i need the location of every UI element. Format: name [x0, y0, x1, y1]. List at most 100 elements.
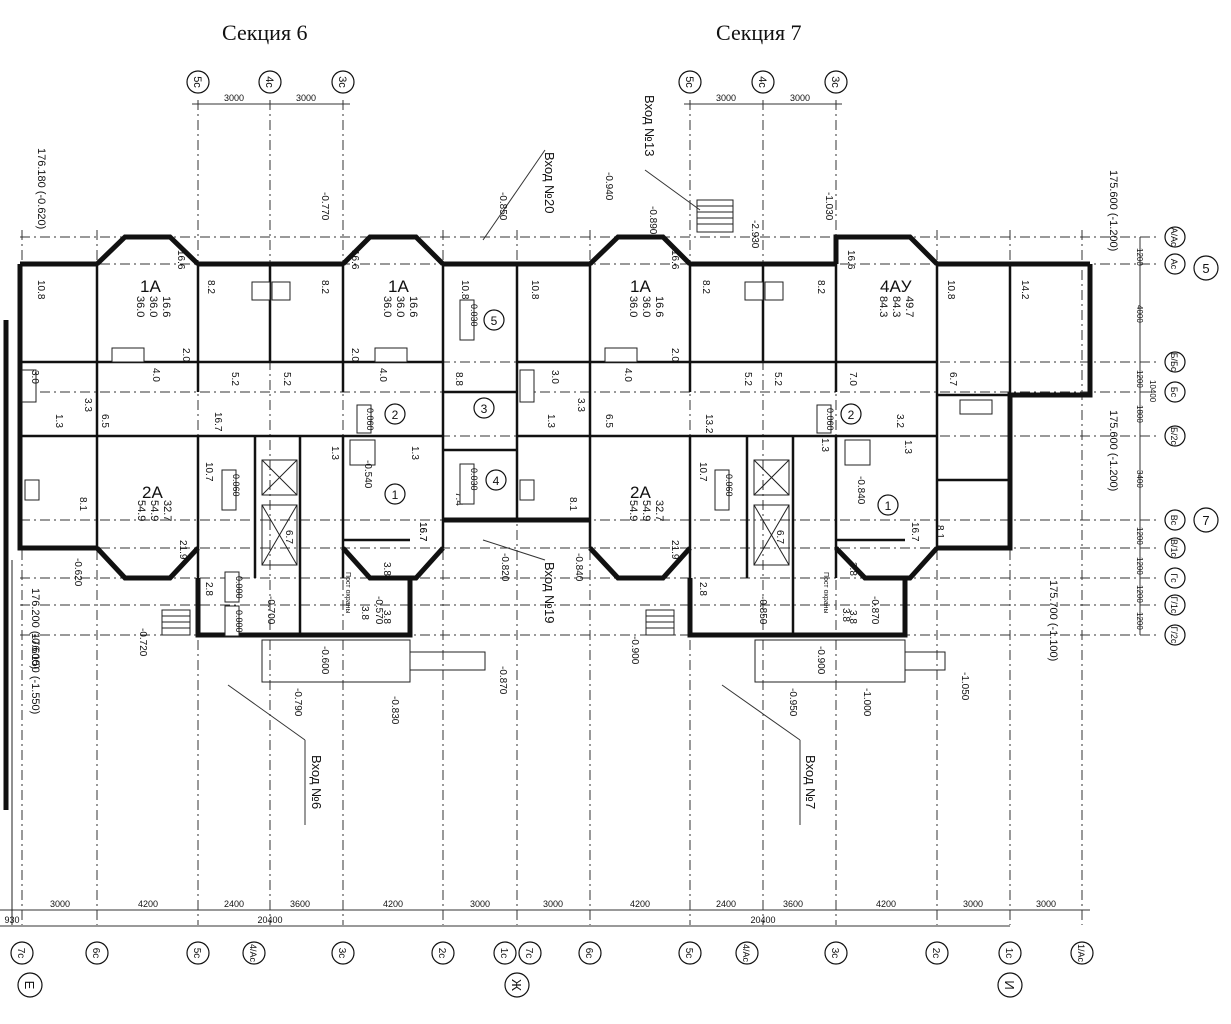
dim-label: 2400 [716, 899, 736, 909]
room-area: 3.2 [894, 414, 905, 428]
room-area: 10.8 [945, 280, 956, 300]
room-area: 8.8 [453, 372, 464, 386]
dim-label: 3000 [296, 93, 316, 103]
axis-right-label: Г/2с [1169, 627, 1179, 644]
axis-right-label: Г/1с [1169, 597, 1179, 614]
elevation-label: -0.820 [499, 553, 510, 582]
vertical-grid-axes [21, 100, 1083, 925]
right-dimension-chain: 1200 4000 1200 1800 10400 3400 1200 1200… [1135, 237, 1157, 635]
room-number: 1 [885, 499, 892, 513]
elevation-label: 176.200 (-0.600) [29, 588, 41, 669]
room-area: 3.8 [847, 562, 858, 576]
room-area: 10.7 [697, 462, 708, 482]
axis-bottom-label: 6c [90, 948, 101, 959]
apartment-area: 36.0 [134, 296, 146, 317]
elevation-label: -0.600 [319, 646, 330, 675]
axis-bottom-label: 4/Ac [741, 944, 751, 963]
room-area: 16.6 [669, 250, 680, 270]
apartment-area: 36.0 [627, 296, 639, 317]
room-area: 14.2 [1019, 280, 1030, 300]
room-area: 5.2 [229, 372, 240, 386]
apartment-type: 2A [630, 483, 651, 502]
axis-top-label: 3c [336, 76, 348, 88]
top-dimension-chain: 3000 3000 3000 3000 [192, 93, 842, 105]
axis-right-label: Гс [1169, 573, 1179, 583]
entrance-label: Вход №20 [542, 152, 557, 213]
dim-label: 3000 [963, 899, 983, 909]
room-number: 2 [392, 408, 399, 422]
dim-label: 1200 [1135, 585, 1144, 603]
section-7-walls [517, 234, 1093, 638]
post-label: Пост охраны [822, 572, 829, 614]
axis-letter: И [1002, 980, 1017, 989]
room-area: 2.8 [697, 582, 708, 596]
right-axis-markers: A/Ac Ac Б/Бс Бс Б/2c Вс В/1с Гс Г/1с Г/2… [1164, 226, 1219, 646]
dim-label: 3600 [290, 899, 310, 909]
sanitary-fixtures [21, 281, 993, 501]
room-number: 4 [493, 474, 500, 488]
bottom-dimension-chain: 930 3000 4200 2400 3600 4200 3000 3000 4… [0, 899, 1090, 927]
room-number: 3 [481, 402, 488, 416]
apartment-area: 32.7 [161, 500, 173, 521]
apartment-type: 2A [142, 483, 163, 502]
elevation-label: -0.700 [265, 596, 276, 625]
level-box: 0.030 [469, 304, 479, 327]
entrance-label: Вход №7 [803, 755, 818, 809]
room-area: 1.3 [902, 440, 913, 454]
apartment-area: 36.0 [147, 296, 159, 317]
room-area: 2.0 [669, 348, 680, 362]
room-area: 2.0 [180, 348, 191, 362]
dim-label: 1200 [1135, 370, 1144, 388]
axis-bottom-label: 7c [523, 948, 534, 959]
axis-right-number: 5 [1202, 261, 1209, 276]
elevation-label: -1.030 [823, 192, 834, 221]
apartment-area: 32.7 [653, 500, 665, 521]
dim-label: 4200 [630, 899, 650, 909]
room-area: 13.2 [703, 414, 714, 434]
dim-label: 1200 [1135, 557, 1144, 575]
level-box: 0.060 [825, 408, 835, 431]
apartment-labels: 1A 16.6 36.0 36.0 1A 16.6 36.0 36.0 1A 1… [134, 277, 915, 521]
axis-top-label: 5c [191, 76, 203, 88]
elevation-label: -0.870 [497, 666, 508, 695]
room-area: 10.8 [459, 280, 470, 300]
dim-label: 4200 [138, 899, 158, 909]
level-box: 0.060 [724, 474, 734, 497]
apartment-area: 16.6 [407, 296, 419, 317]
stairs [161, 199, 871, 636]
elevation-label: -0.900 [629, 636, 640, 665]
room-number: 2 [848, 408, 855, 422]
room-area: 3.8 [840, 608, 851, 622]
elevation-label: -1.050 [959, 672, 970, 701]
elevation-label: -0.870 [869, 596, 880, 625]
axis-bottom-label: 2c [436, 948, 447, 959]
elevation-label: 175.600 (-1.200) [1107, 170, 1119, 251]
elevation-label: 175.600 (-1.200) [1107, 410, 1119, 491]
elevation-label: -0.770 [319, 192, 330, 221]
entrance-label: Вход №6 [309, 755, 324, 809]
room-area: 7.4 [453, 492, 464, 506]
room-area: 16.6 [175, 250, 186, 270]
room-area: 16.7 [417, 522, 428, 542]
room-area: 1.3 [819, 438, 830, 452]
apartment-area: 84.3 [877, 296, 889, 317]
room-area: 6.5 [99, 414, 110, 428]
apartment-area: 36.0 [640, 296, 652, 317]
room-area: 3.0 [29, 370, 40, 384]
guard-post-labels: Пост охраны Пост охраны [344, 572, 829, 614]
axis-bottom-label: 1c [498, 948, 509, 959]
room-area: 2.8 [203, 582, 214, 596]
axis-bottom-label: 3c [829, 948, 840, 959]
entrance-labels: Вход №20 Вход №13 Вход №19 Вход №6 Вход … [227, 95, 818, 825]
dim-label: 3000 [50, 899, 70, 909]
room-area: 6.7 [774, 530, 785, 544]
dim-label: 4200 [876, 899, 896, 909]
room-area: 8.2 [205, 280, 216, 294]
room-area: 1.3 [409, 446, 420, 460]
elevation-label: 176.180 (-0.620) [35, 148, 47, 229]
elevation-label: -0.620 [72, 558, 83, 587]
room-area: 5.2 [772, 372, 783, 386]
axis-top-label: 4c [756, 76, 768, 88]
